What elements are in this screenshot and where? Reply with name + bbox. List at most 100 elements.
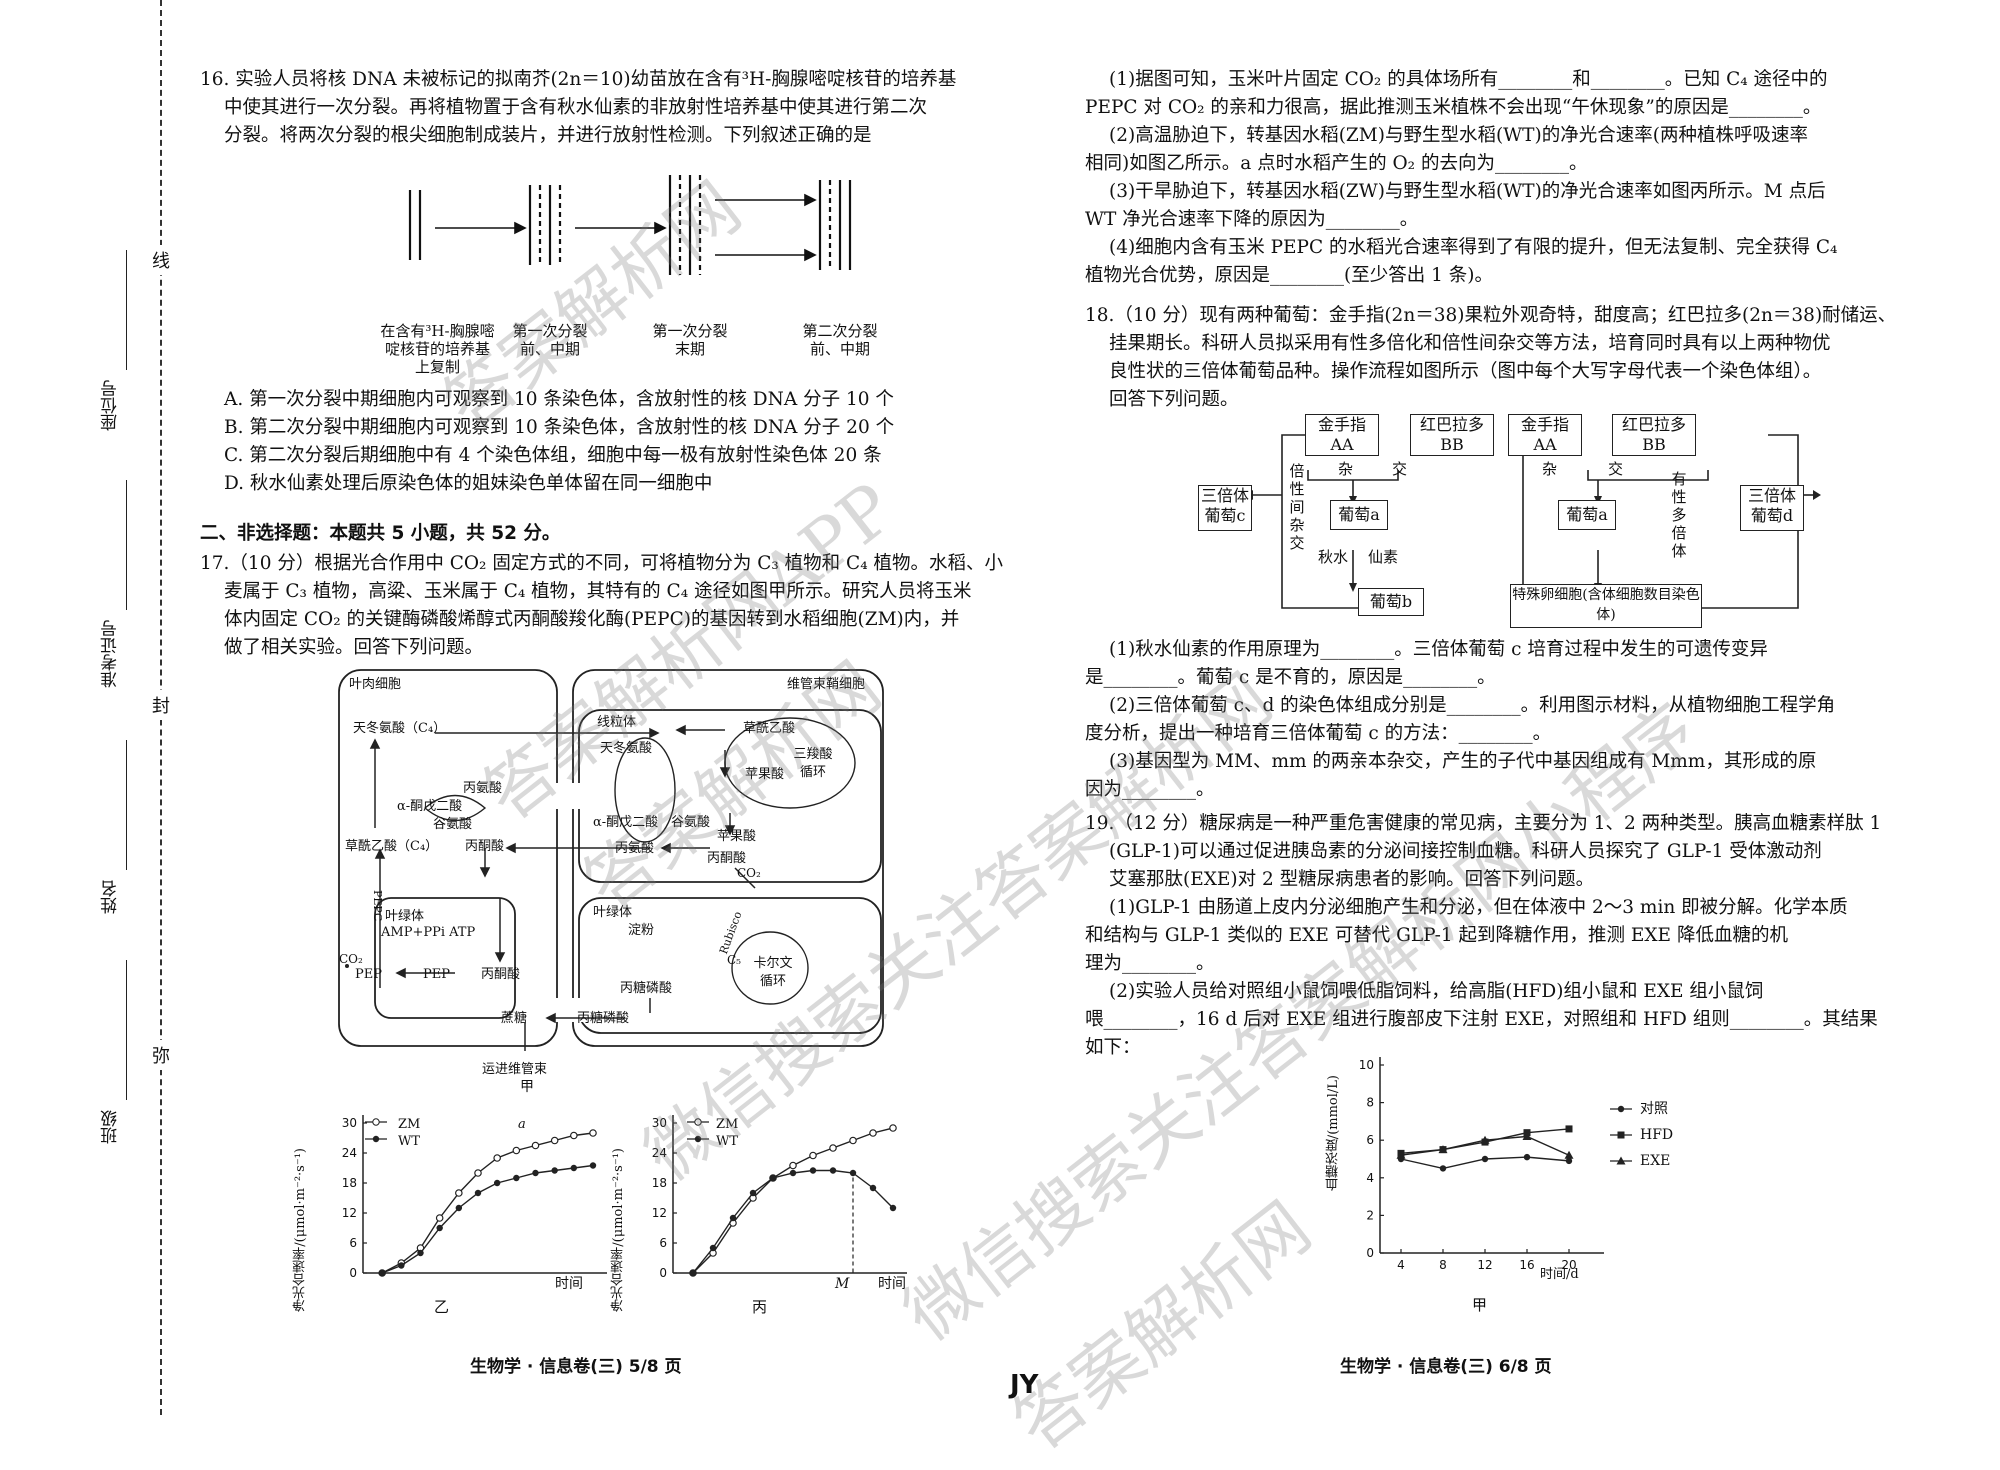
point-ZM [550,1136,559,1145]
series-line-WT [381,1164,594,1274]
co2-bundle-label: CO₂ [737,866,761,880]
question-17: 17.（10 分）根据光合作用中 CO₂ 固定方式的不同，可将植物分为 C₃ 植… [200,550,1020,662]
q17-line-3: 体内固定 CO₂ 的关键酶磷酸烯醇式丙酮酸羧化酶(PEPC)的基因转到水稻细胞(… [224,609,960,630]
y-tick-label: 24 [652,1146,667,1160]
q19-line-2: (GLP-1)可以通过促进胰岛素的分泌间接控制血糖。科研人员探究了 GLP-1 … [1109,841,1822,862]
point-WT [589,1162,597,1169]
point-WT [869,1184,877,1192]
point-ZM [531,1141,540,1150]
q18-bb-label-left: BB [1440,435,1464,454]
q18-line-4: 回答下列问题。 [1109,389,1239,410]
point-WT [551,1167,558,1174]
point-ZM [570,1131,578,1140]
name-label: 姓名 [101,880,121,914]
exam-id-blank[interactable] [126,480,127,610]
pepc-label: PEPC [371,890,384,922]
point-WT [829,1167,837,1174]
y-tick-label: 30 [652,1116,667,1130]
q19-line-3: 艾塞那肽(EXE)对 2 型糖尿病患者的影响。回答下列问题。 [1109,869,1595,890]
footer-left: 生物学 · 信息卷(三) 5/8 页 [470,1357,682,1377]
point-WT [570,1164,578,1172]
q17-part-4b: 植物光合优势，原因是________(至少答出 1 条)。 [1085,265,1493,286]
q18-aa-label-right: AA [1533,435,1557,454]
y-tick-label: 6 [349,1236,357,1250]
legend-marker [372,1135,380,1143]
chart-bing-ylabel: 净光合速率/(μmol·m⁻²·s⁻¹) [611,1148,626,1312]
point-WT [436,1224,443,1232]
starch-label: 淀粉 [628,923,655,938]
y-tick-label: 6 [659,1236,667,1250]
q16-option-d[interactable]: D. 秋水仙素处理后原染色体的姐妹染色单体留在同一细胞中 [224,473,713,494]
legend-marker [694,1135,702,1143]
point-ZM [435,1214,444,1222]
q18-part-1b: 是________。葡萄 c 是不育的，原因是________。 [1085,667,1496,688]
q18-box-triploid-c: 三倍体葡萄c [1198,485,1252,531]
q16-line-3: 分裂。将两次分裂的根尖细胞制成装片，并进行放射性检测。下列叙述正确的是 [224,125,872,146]
q19-line-7: (2)实验人员给对照组小鼠饲喂低脂饲料，给高脂(HFD)组小鼠和 EXE 组小鼠… [1109,981,1764,1002]
point-ZM [809,1151,817,1160]
q18-subquestions: (1)秋水仙素的作用原理为________。三倍体葡萄 c 培育过程中发生的可遗… [1085,636,1925,804]
ala-bundle-label: 丙氨酸 [615,841,655,856]
seal-word-feng: 封 [152,690,170,720]
pep-outer-label: PEP [355,967,382,982]
chart-bing-legend-zm: ZM [716,1117,739,1132]
q18-za-left: 杂 [1338,460,1354,478]
point-ZM [889,1124,897,1132]
malate-mito-label: 苹果酸 [745,767,785,782]
point-WT [689,1269,697,1277]
chart-glucose-legend-hfd: HFD [1640,1127,1674,1143]
q18-label-xianshu: 仙素 [1368,548,1399,566]
oaa-c4-label: 草酰乙酸（C₄） [345,839,439,854]
point-ZM [474,1169,482,1177]
point-ZM [455,1189,463,1197]
x-tick-label: 8 [1439,1258,1447,1272]
q18-line-2: 挂果期长。科研人员拟采用有性多倍化和倍性间杂交等方法，培育同时具有以上两种物优 [1109,333,1831,354]
point-WT [513,1174,520,1182]
point-EXE [1396,1150,1406,1159]
question-18: 18.（10 分）现有两种葡萄：金手指(2n＝38)果粒外观奇特，甜度高；红巴拉… [1085,302,1925,414]
glu-meso-label: 谷氨酸 [433,817,473,832]
seat-number-blank[interactable] [126,250,127,370]
chart-yi-legend-wt: WT [398,1134,421,1149]
sucrose-label: 蔗糖 [501,1011,528,1026]
q16-option-c[interactable]: C. 第二次分裂后期细胞中有 4 个染色体组，细胞中每一极有放射性染色体 20 … [224,445,882,466]
q16-option-a[interactable]: A. 第一次分裂中期细胞内可观察到 10 条染色体，含放射性的核 DNA 分子 … [224,389,894,410]
legend-marker [372,1118,380,1126]
y-tick-label: 10 [1359,1058,1374,1072]
point-ZM [789,1161,797,1170]
q16-label-first-prophase: 第一次分裂前、中期 [512,322,588,358]
point-WT [749,1189,757,1197]
q18-box-jinshouzhi-right: 金手指 AA [1508,414,1582,456]
point-对照 [1523,1153,1531,1161]
q18-aa-label-left: AA [1330,435,1354,454]
exam-id-label: 准考证号 [101,620,121,688]
point-HFD [1565,1125,1573,1133]
q18-box-grape-b: 葡萄b [1358,588,1424,616]
question-16: 16. 实验人员将核 DNA 未被标记的拟南芥(2n＝10)幼苗放在含有³H-胸… [200,66,1020,150]
point-对照 [1565,1157,1573,1165]
y-tick-label: 4 [1366,1171,1374,1185]
point-EXE [1438,1145,1448,1154]
seal-word-mi: 弥 [152,1040,170,1070]
q17-part-1a: (1)据图可知，玉米叶片固定 CO₂ 的具体场所有________和______… [1109,69,1828,90]
pep-chloro-label: PEP [423,967,450,982]
point-EXE [1480,1135,1490,1144]
class-blank[interactable] [126,960,127,1100]
y-tick-label: 12 [652,1206,667,1220]
q19-line-4: (1)GLP-1 由肠道上皮内分泌细胞产生和分泌，但在体液中 2～3 min 即… [1109,897,1848,918]
name-blank[interactable] [126,740,127,870]
chart-glucose-legend-exe: EXE [1640,1153,1671,1169]
x-tick-label: 4 [1397,1258,1405,1272]
q19-line-9: 如下： [1085,1037,1141,1058]
x-tick-label: 16 [1519,1258,1534,1272]
chloroplast-meso-label: 叶绿体 [385,909,425,924]
chart-yi-caption: 乙 [434,1298,450,1316]
pyruvate-bundle-label: 丙酮酸 [707,851,747,866]
q18-jsz-label-right: 金手指 [1520,415,1569,434]
q18-part-3b: 因为________。 [1085,779,1215,800]
chart-bing-caption: 丙 [752,1298,768,1316]
q18-line-3: 良性状的三倍体葡萄品种。操作流程如图所示（图中每个大写字母代表一个染色体组）。 [1109,361,1822,382]
triose-chloro-label: 丙糖磷酸 [620,981,673,996]
co2-meso-label: CO₂ [339,952,363,966]
q16-option-b[interactable]: B. 第二次分裂中期细胞内可观察到 10 条染色体，含放射性的核 DNA 分子 … [224,417,895,438]
